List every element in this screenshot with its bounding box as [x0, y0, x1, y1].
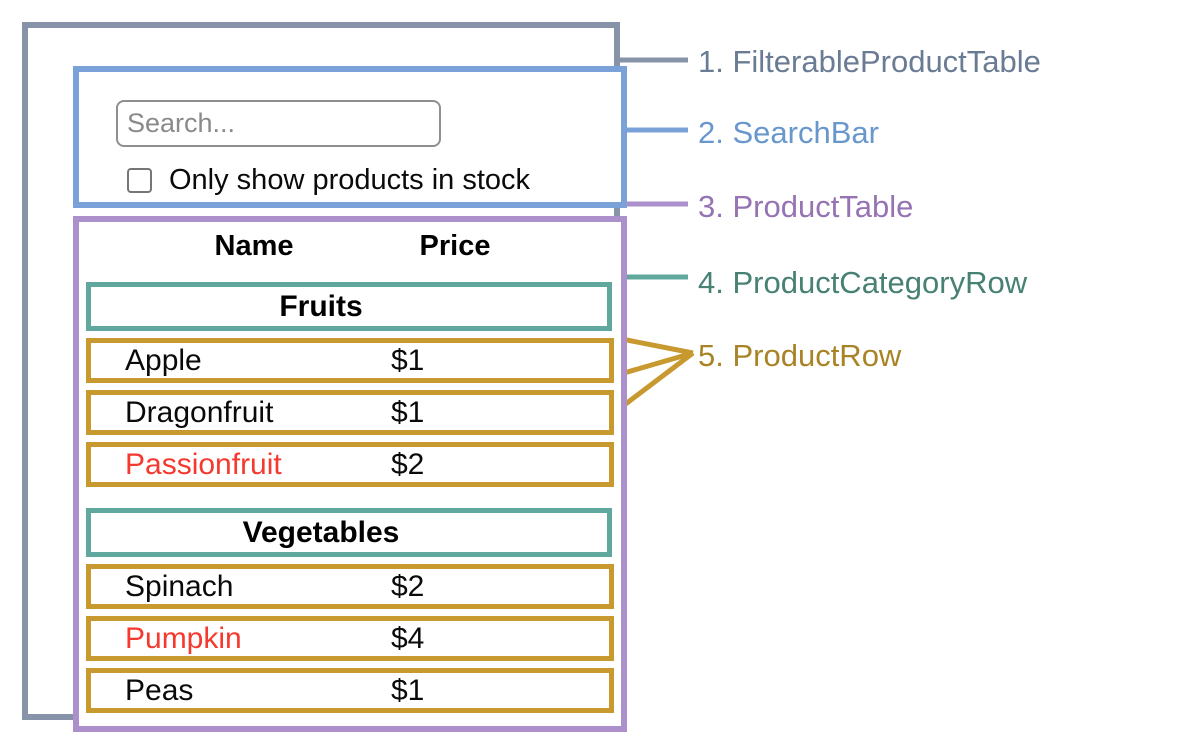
- product-category-row: Vegetables: [86, 508, 612, 557]
- label-product-table: 3. ProductTable: [698, 189, 914, 224]
- product-price: $4: [391, 621, 425, 655]
- filterable-product-table-box: Only show products in stock Name Price F…: [22, 22, 627, 732]
- product-name: Peas: [125, 673, 194, 707]
- table-header: Name Price: [79, 222, 621, 268]
- product-price: $1: [391, 673, 425, 707]
- category-label: Fruits: [279, 289, 363, 323]
- product-price: $2: [391, 447, 425, 481]
- product-price: $2: [391, 569, 425, 603]
- column-header-name: Name: [214, 230, 294, 262]
- label-filterable-product-table: 1. FilterableProductTable: [698, 44, 1041, 79]
- label-product-row: 5. ProductRow: [698, 338, 902, 373]
- column-header-price: Price: [419, 230, 491, 262]
- product-row: Passionfruit $2: [86, 442, 614, 487]
- label-search-bar: 2. SearchBar: [698, 115, 879, 150]
- search-bar-box: Only show products in stock: [73, 66, 627, 208]
- product-price: $1: [391, 395, 425, 429]
- product-row: Dragonfruit $1: [86, 390, 614, 435]
- product-name: Passionfruit: [125, 447, 282, 481]
- in-stock-filter: Only show products in stock: [127, 164, 530, 197]
- product-price: $1: [391, 343, 425, 377]
- product-category-row: Fruits: [86, 282, 612, 331]
- in-stock-checkbox[interactable]: [127, 168, 152, 193]
- product-name: Apple: [125, 343, 202, 377]
- product-row: Peas $1: [86, 668, 614, 713]
- product-name: Spinach: [125, 569, 234, 603]
- product-row: Spinach $2: [86, 564, 614, 609]
- product-row: Pumpkin $4: [86, 616, 614, 661]
- category-label: Vegetables: [242, 515, 400, 549]
- in-stock-checkbox-label: Only show products in stock: [169, 164, 531, 196]
- search-input[interactable]: [116, 100, 441, 147]
- product-name: Dragonfruit: [125, 395, 274, 429]
- product-name: Pumpkin: [125, 621, 242, 655]
- product-row: Apple $1: [86, 338, 614, 383]
- label-product-category-row: 4. ProductCategoryRow: [698, 265, 1028, 300]
